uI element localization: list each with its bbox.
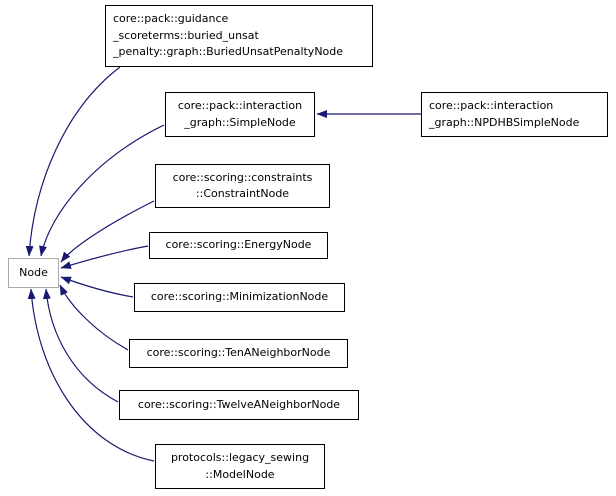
class-node-minimizationnode[interactable]: core::scoring::MinimizationNode [134, 283, 345, 312]
class-node-constraintnode[interactable]: core::scoring::constraints ::ConstraintN… [155, 164, 330, 208]
class-node-simplenode[interactable]: core::pack::interaction _graph::SimpleNo… [165, 92, 315, 137]
edge-energynode-to-node [60, 245, 149, 269]
class-node-label: core::pack::guidance _scoreterms::buried… [113, 12, 344, 59]
edge-buriedunsatpenaltynode-to-node [25, 66, 121, 257]
class-node-node-base: Node [8, 258, 59, 288]
class-node-energynode[interactable]: core::scoring::EnergyNode [149, 232, 328, 259]
class-node-label: core::scoring::constraints ::ConstraintN… [172, 170, 313, 201]
class-node-label: core::pack::interaction _graph::NPDHBSim… [429, 99, 580, 129]
edge-tenaneighbornode-to-node [59, 284, 129, 351]
class-node-label: core::pack::interaction _graph::SimpleNo… [177, 99, 303, 129]
class-node-label: protocols::legacy_sewing ::ModelNode [170, 451, 310, 481]
class-node-label: Node [19, 265, 48, 279]
class-node-label: core::scoring::MinimizationNode [150, 290, 329, 304]
edge-constraintnode-to-node [60, 200, 155, 263]
class-node-buriedunsatpenaltynode[interactable]: core::pack::guidance _scoreterms::buried… [105, 5, 373, 67]
class-node-twelveaneighbornode[interactable]: core::scoring::TwelveANeighborNode [119, 390, 359, 420]
class-node-label: core::scoring::EnergyNode [165, 238, 312, 252]
edge-modelnode-to-node [27, 288, 155, 462]
class-node-label: core::scoring::TwelveANeighborNode [137, 397, 341, 411]
edge-minimizationnode-to-node [60, 276, 134, 298]
class-node-modelnode[interactable]: protocols::legacy_sewing ::ModelNode [155, 444, 325, 489]
class-node-npdhbsimplenode[interactable]: core::pack::interaction _graph::NPDHBSim… [421, 92, 608, 137]
edge-twelveaneighbornode-to-node [42, 288, 119, 403]
edge-simplenode-to-node [39, 124, 165, 257]
class-node-label: core::scoring::TenANeighborNode [146, 346, 331, 360]
class-node-tenaneighbornode[interactable]: core::scoring::TenANeighborNode [129, 339, 348, 368]
